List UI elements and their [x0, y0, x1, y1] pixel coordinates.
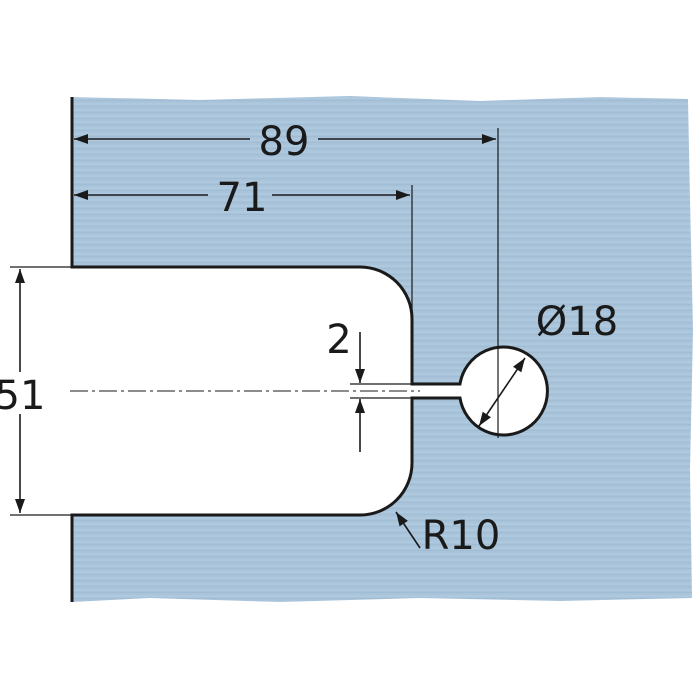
diameter-line: [478, 357, 526, 427]
clamp-plate: [72, 96, 693, 602]
dimension-label-51: 51: [0, 373, 45, 419]
dimension-label-71: 71: [217, 175, 268, 221]
dimension-label-89: 89: [259, 119, 310, 165]
radius-leader: [395, 511, 421, 549]
dimension-label-51-backdrop: [0, 372, 44, 414]
diameter-label: Ø18: [536, 299, 618, 345]
dimension-label-2: 2: [326, 317, 351, 363]
radius-label: R10: [422, 513, 501, 559]
slot-outline: [70, 97, 549, 602]
